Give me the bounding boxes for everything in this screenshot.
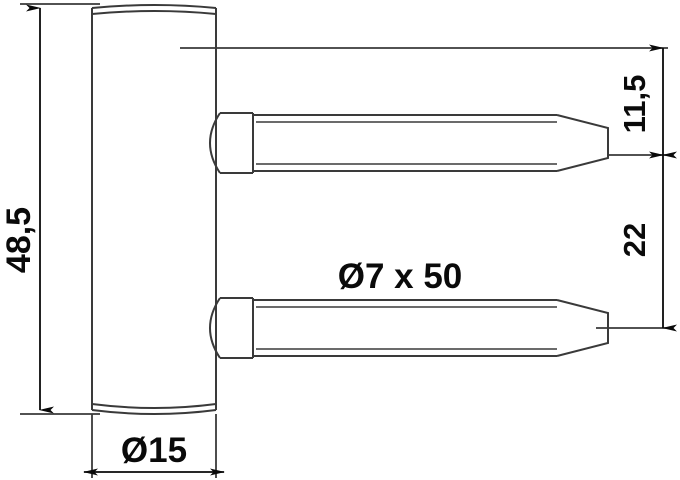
dimension-plate-thickness: Ø15 [83, 431, 225, 476]
lower-pin-rounded-tip [209, 297, 221, 359]
dimension-label-top-offset: 11,5 [617, 75, 652, 134]
upper-pin-rounded-tip [209, 112, 221, 174]
dimension-pin-spec: Ø7 x 50 [338, 257, 463, 296]
lower-dowel-pin [209, 297, 609, 359]
dimension-top-offset: 11,5 [617, 44, 677, 159]
upper-dowel-pin [209, 112, 609, 174]
plate-bottom-outer-edge [91, 409, 217, 415]
dimension-label-pin-spacing: 22 [617, 223, 652, 257]
flange-plate [91, 4, 217, 415]
plate-top-outer-edge [91, 4, 217, 9]
extension-lines [20, 3, 668, 478]
plate-bottom-inner-edge [91, 403, 217, 409]
dimension-label-plate-thickness: Ø15 [121, 431, 187, 470]
dimension-label-overall-height: 48,5 [0, 207, 38, 273]
dimension-pin-spacing: 22 [617, 151, 677, 332]
dimension-overall-height: 48,5 [0, 4, 54, 414]
plate-top-inner-edge [91, 10, 217, 15]
dimension-label-pin-spec: Ø7 x 50 [338, 257, 463, 296]
upper-pin-chamfer [556, 114, 609, 172]
